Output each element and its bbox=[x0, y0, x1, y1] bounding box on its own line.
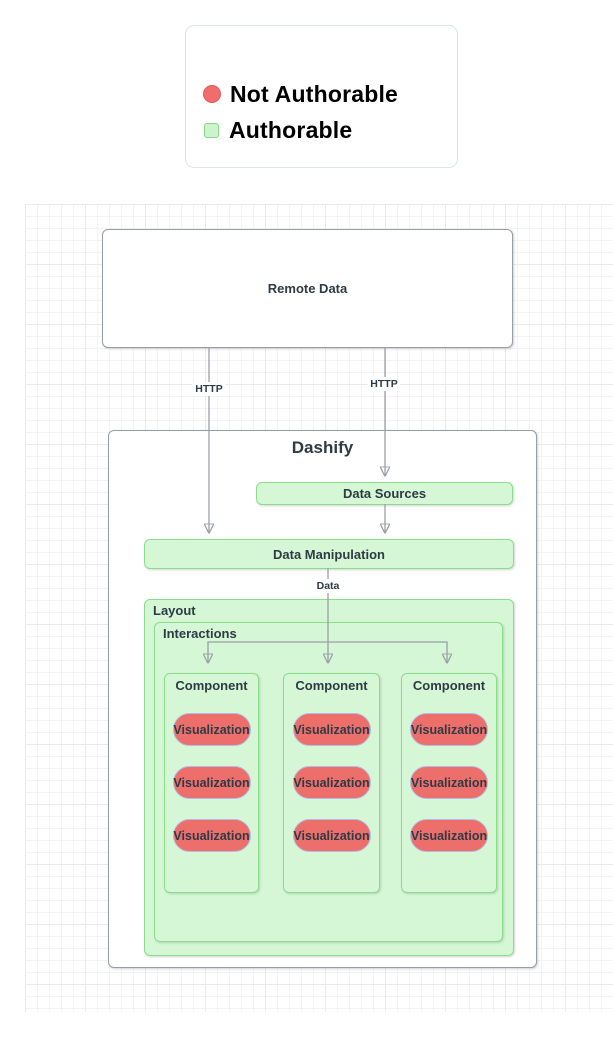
visualization-pill: Visualization bbox=[172, 819, 251, 852]
visualization-pill: Visualization bbox=[172, 713, 251, 746]
data-manipulation-label: Data Manipulation bbox=[273, 546, 385, 562]
layout-group: Layout Interactions Component Visualizat… bbox=[144, 599, 514, 956]
visualization-pill: Visualization bbox=[410, 766, 488, 799]
dashify-container: Dashify Data Sources Data Manipulation L… bbox=[108, 430, 537, 968]
legend-card: Not Authorable Authorable bbox=[185, 25, 458, 168]
component-label: Component bbox=[175, 678, 248, 693]
visualization-pill: Visualization bbox=[410, 713, 488, 746]
remote-data-node: Remote Data bbox=[102, 229, 513, 348]
legend-label: Authorable bbox=[229, 116, 353, 143]
legend-item-authorable: Authorable bbox=[203, 112, 457, 148]
dashify-title: Dashify bbox=[291, 438, 354, 457]
visualization-pill: Visualization bbox=[292, 819, 371, 852]
visualization-pill: Visualization bbox=[292, 713, 371, 746]
http-label-right: HTTP bbox=[367, 377, 401, 391]
component-box-3: Component Visualization Visualization Vi… bbox=[401, 673, 497, 893]
data-label: Data bbox=[313, 579, 343, 593]
legend-item-not-authorable: Not Authorable bbox=[203, 76, 457, 112]
component-box-1: Component Visualization Visualization Vi… bbox=[164, 673, 259, 893]
legend-label: Not Authorable bbox=[230, 80, 399, 107]
data-sources-node: Data Sources bbox=[256, 482, 513, 505]
data-sources-label: Data Sources bbox=[342, 486, 427, 501]
interactions-group: Interactions Component Visualization Vis… bbox=[154, 622, 503, 942]
layout-label: Layout bbox=[153, 603, 196, 618]
data-manipulation-node: Data Manipulation bbox=[144, 539, 514, 569]
component-label: Component bbox=[295, 678, 368, 693]
component-box-2: Component Visualization Visualization Vi… bbox=[283, 673, 380, 893]
remote-data-label: Remote Data bbox=[267, 281, 348, 296]
authorable-square-icon bbox=[204, 122, 219, 138]
http-label-left: HTTP bbox=[192, 382, 226, 396]
interactions-label: Interactions bbox=[163, 626, 237, 641]
component-label: Component bbox=[412, 678, 486, 693]
visualization-pill: Visualization bbox=[292, 766, 371, 799]
visualization-pill: Visualization bbox=[410, 819, 488, 852]
not-authorable-circle-icon bbox=[203, 85, 221, 103]
visualization-pill: Visualization bbox=[172, 766, 251, 799]
